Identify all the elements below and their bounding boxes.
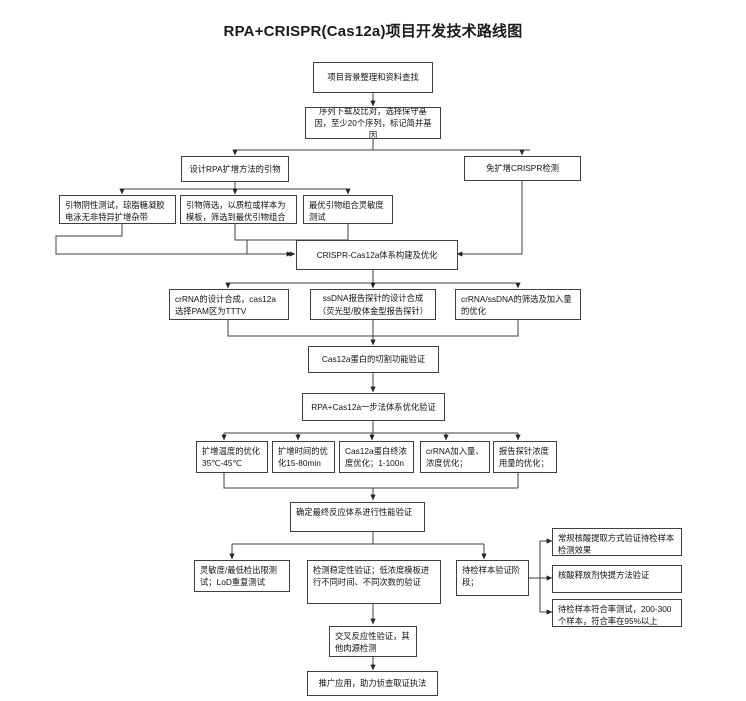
node-cross-reactivity[interactable]: 交叉反应性验证，其他肉源检测 [329, 626, 417, 657]
node-sample-validation-stage[interactable]: 待检样本验证阶段； [456, 560, 529, 596]
node-promotion-application[interactable]: 推广应用，助力侦查取证执法 [307, 671, 438, 696]
node-cas12a-cleavage-validation[interactable]: Cas12a蛋白的切割功能验证 [308, 346, 439, 373]
node-amplification-free-crispr[interactable]: 免扩增CRISPR检测 [464, 156, 581, 181]
node-probe-amount[interactable]: 报告探针浓度用量的优化； [493, 441, 557, 473]
node-primer-screening[interactable]: 引物筛选，以质粒或样本为模板，筛选到最优引物组合 [180, 195, 297, 224]
node-amplification-time[interactable]: 扩增时间的优化15-80min [272, 441, 335, 473]
node-rpa-primer-design[interactable]: 设计RPA扩增方法的引物 [181, 156, 289, 182]
node-background-research[interactable]: 项目背景整理和资料查找 [313, 62, 433, 93]
node-final-system-validation[interactable]: 确定最终反应体系进行性能验证 [290, 502, 425, 532]
node-routine-extraction[interactable]: 常规核酸提取方式验证待检样本检测效果 [552, 528, 682, 556]
node-crrna-design[interactable]: crRNA的设计合成，cas12a选择PAM区为TTTV [169, 289, 289, 320]
node-primer-sensitivity-test[interactable]: 最优引物组合灵敏度测试 [303, 195, 393, 224]
node-one-step-optimization[interactable]: RPA+Cas12a一步法体系优化验证 [302, 393, 445, 421]
node-crispr-cas12a-system[interactable]: CRISPR-Cas12a体系构建及优化 [296, 240, 458, 270]
node-concordance-test[interactable]: 待检样本符合率测试，200-300个样本，符合率在95%以上 [552, 599, 682, 627]
node-crrna-ssdna-optimization[interactable]: crRNA/ssDNA的筛选及加入量的优化 [455, 289, 581, 320]
node-primer-negative-test[interactable]: 引物阴性测试，琼脂糖凝胶电泳无非特异扩增杂带 [59, 195, 176, 224]
node-amplification-temperature[interactable]: 扩增温度的优化35℃-45℃ [196, 441, 268, 473]
node-crrna-amount[interactable]: crRNA加入量、浓度优化； [420, 441, 490, 473]
node-ssdna-probe-design[interactable]: ssDNA报告探针的设计合成（荧光型/胶体金型报告探针） [310, 289, 436, 320]
node-stability-validation[interactable]: 检测稳定性验证；低浓度模板进行不同时间、不同次数的验证 [307, 560, 441, 604]
node-cas12a-protein-concentration[interactable]: Cas12a蛋白终浓度优化；1-100nM [339, 441, 414, 473]
node-release-agent-method[interactable]: 核酸释放剂快提方法验证 [552, 565, 682, 593]
node-sequence-download[interactable]: 序列下载及比对，选择保守基因，至少20个序列，标记简并基因 [305, 107, 441, 139]
page-title: RPA+CRISPR(Cas12a)项目开发技术路线图 [223, 23, 523, 40]
node-sensitivity-lod[interactable]: 灵敏度/最低检出限测试；LoD重复测试 [194, 560, 290, 592]
